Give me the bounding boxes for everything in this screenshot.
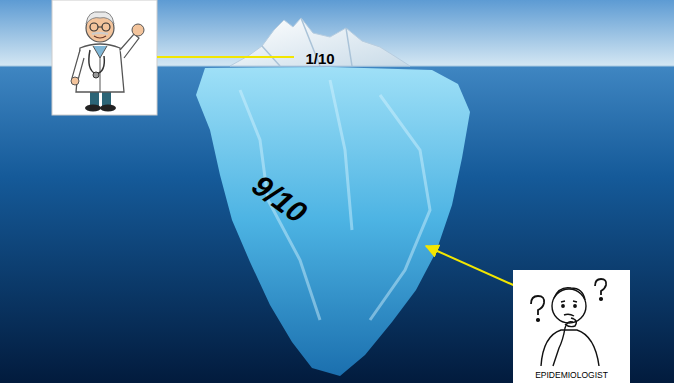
role-label: EPIDEMIOLOGIST <box>513 371 630 380</box>
visible-fraction: 1/10 <box>305 51 334 66</box>
ice-texture <box>240 80 430 320</box>
ice-shading <box>262 18 352 66</box>
doctor-figure <box>52 0 157 115</box>
thinking-person <box>513 270 630 383</box>
epidemiologist-box: EPIDEMIOLOGIST <box>513 270 630 383</box>
iceberg-tip <box>230 18 410 66</box>
leader-line <box>157 56 294 58</box>
pointer-arrow <box>426 246 520 288</box>
iceberg-underwater <box>196 67 470 376</box>
